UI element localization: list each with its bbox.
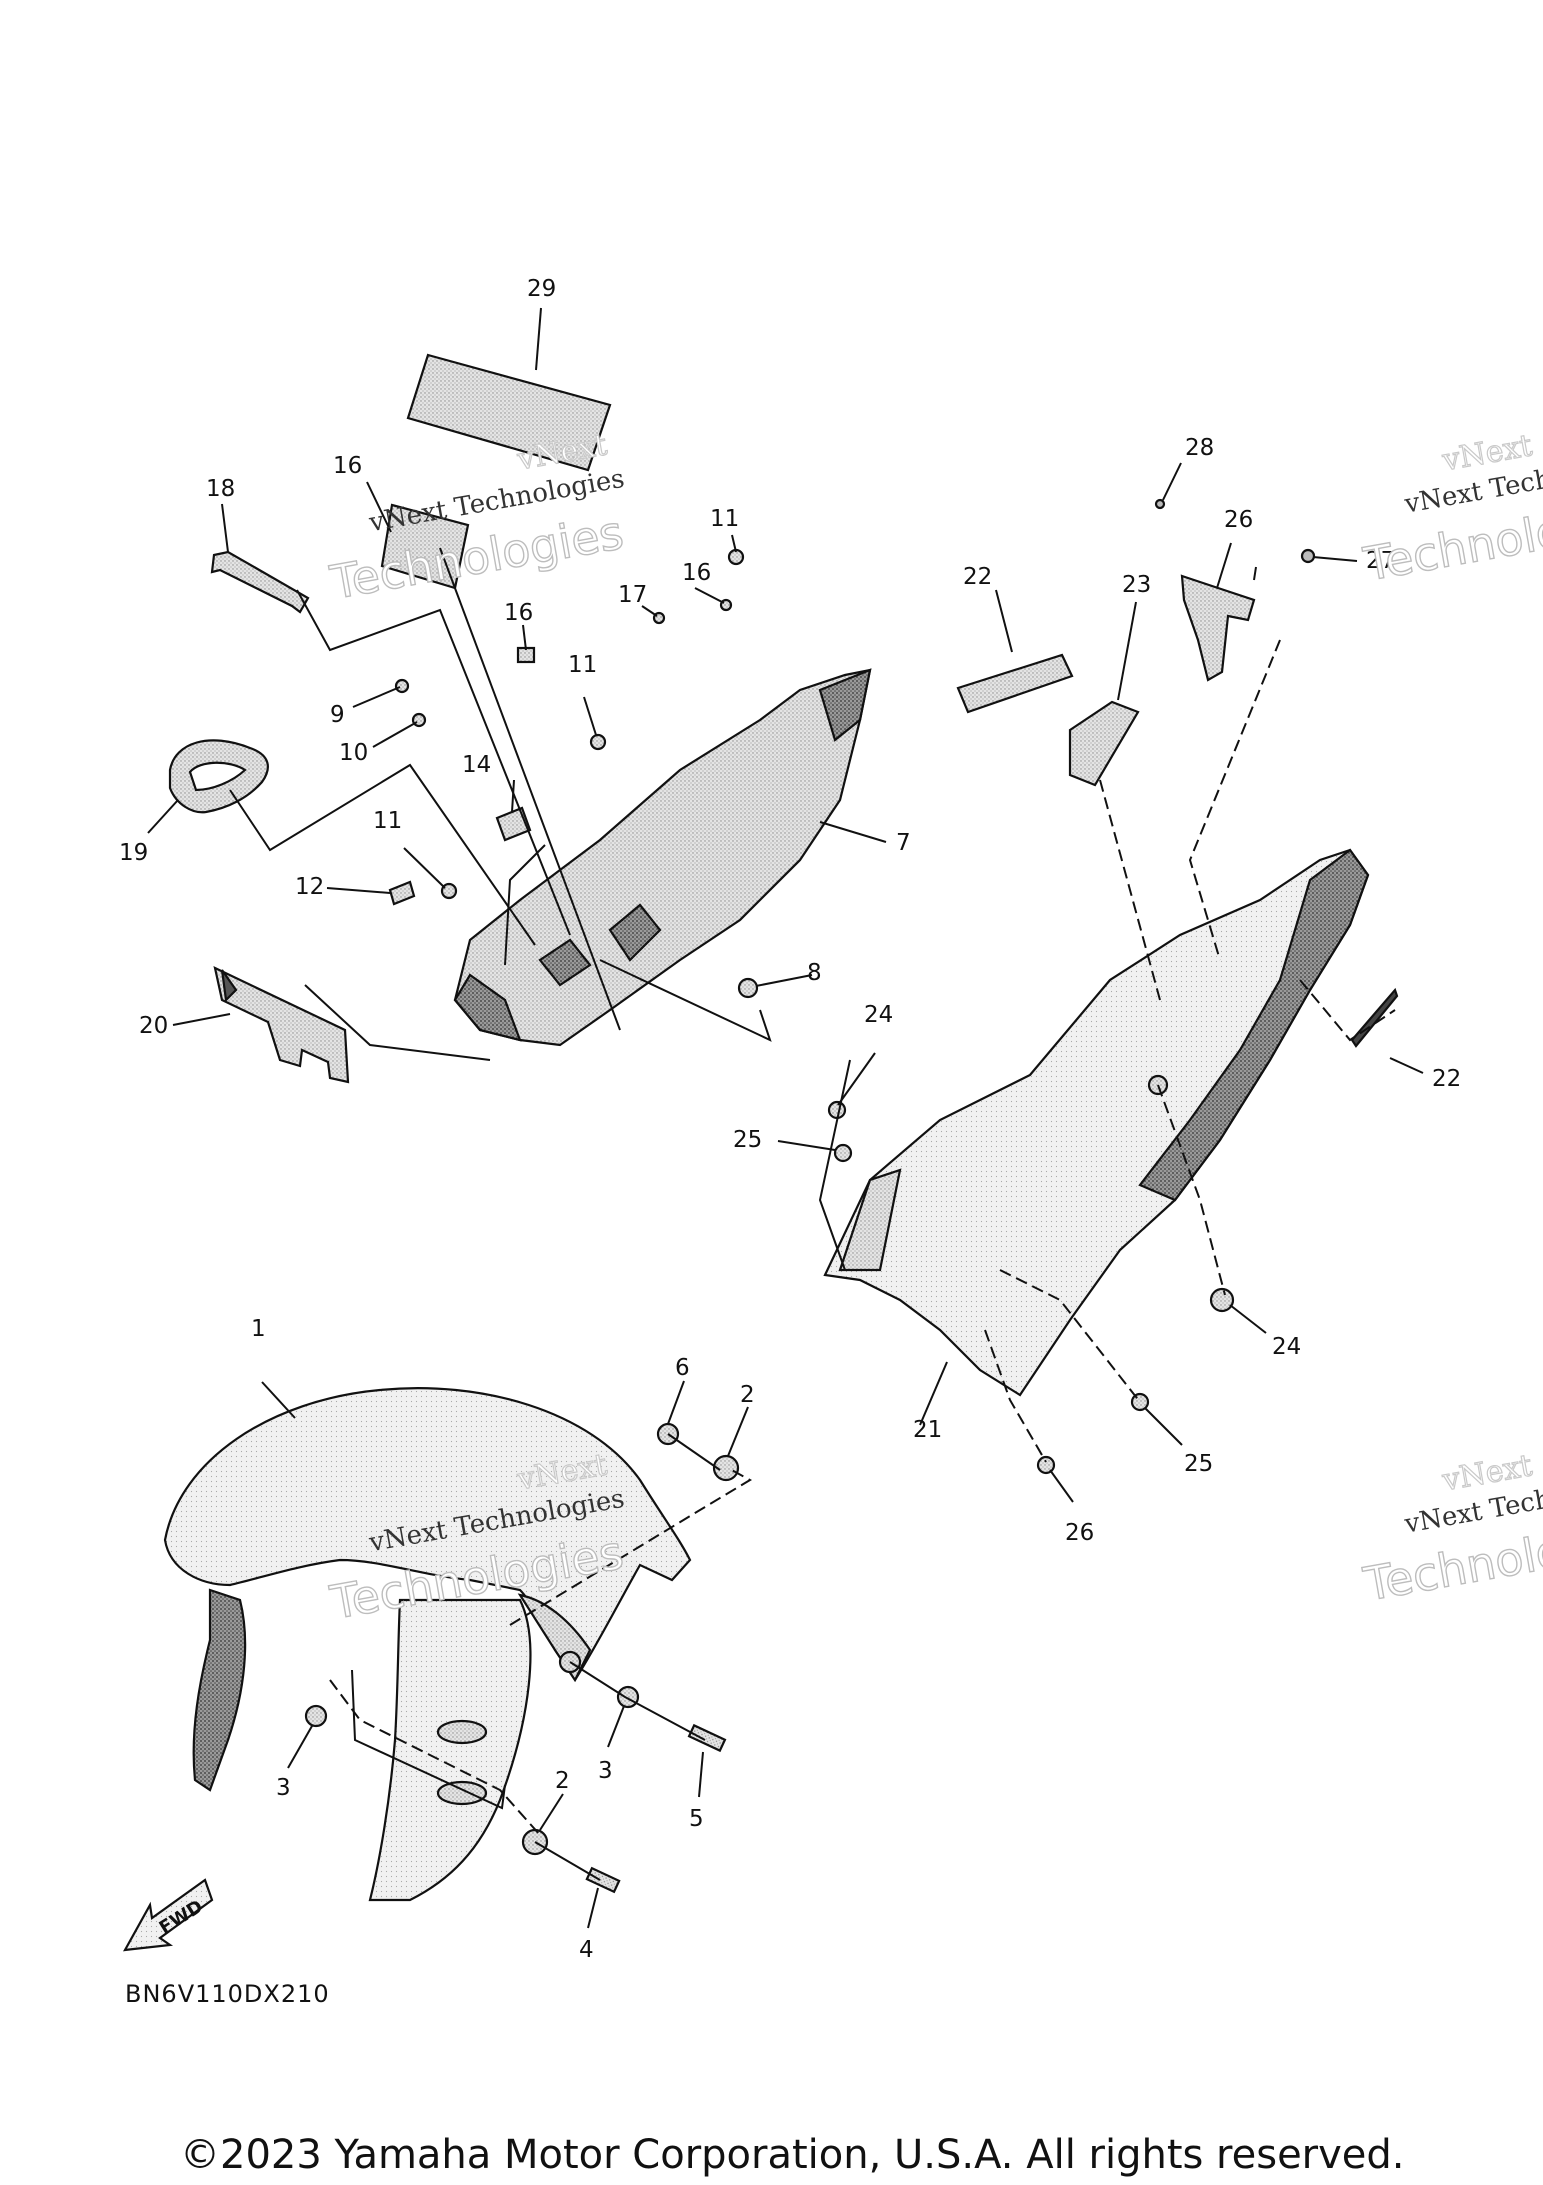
leader-lines (147, 307, 1424, 1929)
callout-labels: 29 16 18 11 16 17 16 11 9 10 14 19 7 11 … (119, 276, 1461, 1963)
callout-7: 7 (896, 830, 911, 856)
callout-22a: 22 (963, 564, 992, 590)
callout-27: 27 (1366, 548, 1395, 574)
part-20-tail-cowl (823, 848, 1370, 1397)
part-29-seat-pad (406, 353, 612, 472)
part-18-handle (168, 739, 269, 814)
fwd-arrow-icon: FWD (123, 1878, 214, 1952)
callout-10: 10 (339, 740, 368, 766)
part-7-rear-frame (453, 668, 872, 1047)
callout-16b: 17 (618, 582, 647, 608)
callout-22b: 23 (1122, 572, 1151, 598)
callout-1: 1 (251, 1316, 266, 1342)
upper-fasteners (394, 548, 759, 999)
callout-24a: 24 (864, 1002, 893, 1028)
diagram-code: BN6V110DX210 (125, 1980, 330, 2008)
part-12-tab (388, 880, 416, 906)
callout-14: 16 (333, 453, 362, 479)
callout-11b: 11 (568, 652, 597, 678)
callout-29: 29 (527, 276, 556, 302)
watermark-lower-right: vNext vNext Technologies Technologies (1359, 1448, 1543, 1613)
callout-24b: 25 (733, 1127, 762, 1153)
part-21-trim (1350, 987, 1399, 1048)
callout-9: 9 (330, 702, 345, 728)
callout-3b: 3 (276, 1775, 291, 1801)
cowl-fasteners (827, 1074, 1235, 1475)
callout-4: 4 (579, 1937, 594, 1963)
callout-21: 22 (1432, 1066, 1461, 1092)
callout-25b: 26 (1065, 1520, 1094, 1546)
part-1-front-fender (163, 1387, 692, 1902)
callout-26: 26 (1224, 507, 1253, 533)
callout-3a: 3 (598, 1758, 613, 1784)
part-19-plate (213, 966, 350, 1084)
callout-23: 24 (1272, 1334, 1301, 1360)
assembly-lines (229, 547, 1396, 1881)
callout-5: 5 (689, 1806, 704, 1832)
callout-18: 19 (119, 840, 148, 866)
copyright-notice: ©2023 Yamaha Motor Corporation, U.S.A. A… (180, 2132, 1405, 2178)
callout-17: 18 (206, 476, 235, 502)
part-17-bracket (210, 550, 310, 614)
callout-11c: 11 (373, 808, 402, 834)
callout-16a: 16 (682, 560, 711, 586)
callout-20: 21 (913, 1417, 942, 1443)
callout-8: 8 (807, 960, 822, 986)
callout-2b: 2 (555, 1768, 570, 1794)
callout-12: 12 (295, 874, 324, 900)
callout-19: 20 (139, 1013, 168, 1039)
part-22-bars (956, 653, 1140, 787)
callout-11a: 11 (710, 506, 739, 532)
callout-6: 6 (675, 1355, 690, 1381)
callout-13: 14 (462, 752, 491, 778)
watermark-upper-right: vNext vNext Technologies Technologies (1359, 428, 1543, 593)
callout-28: 28 (1185, 435, 1214, 461)
callout-15: 16 (504, 600, 533, 626)
callout-25a: 25 (1184, 1451, 1213, 1477)
callout-2a: 2 (740, 1382, 755, 1408)
part-26-bracket (1154, 498, 1316, 682)
